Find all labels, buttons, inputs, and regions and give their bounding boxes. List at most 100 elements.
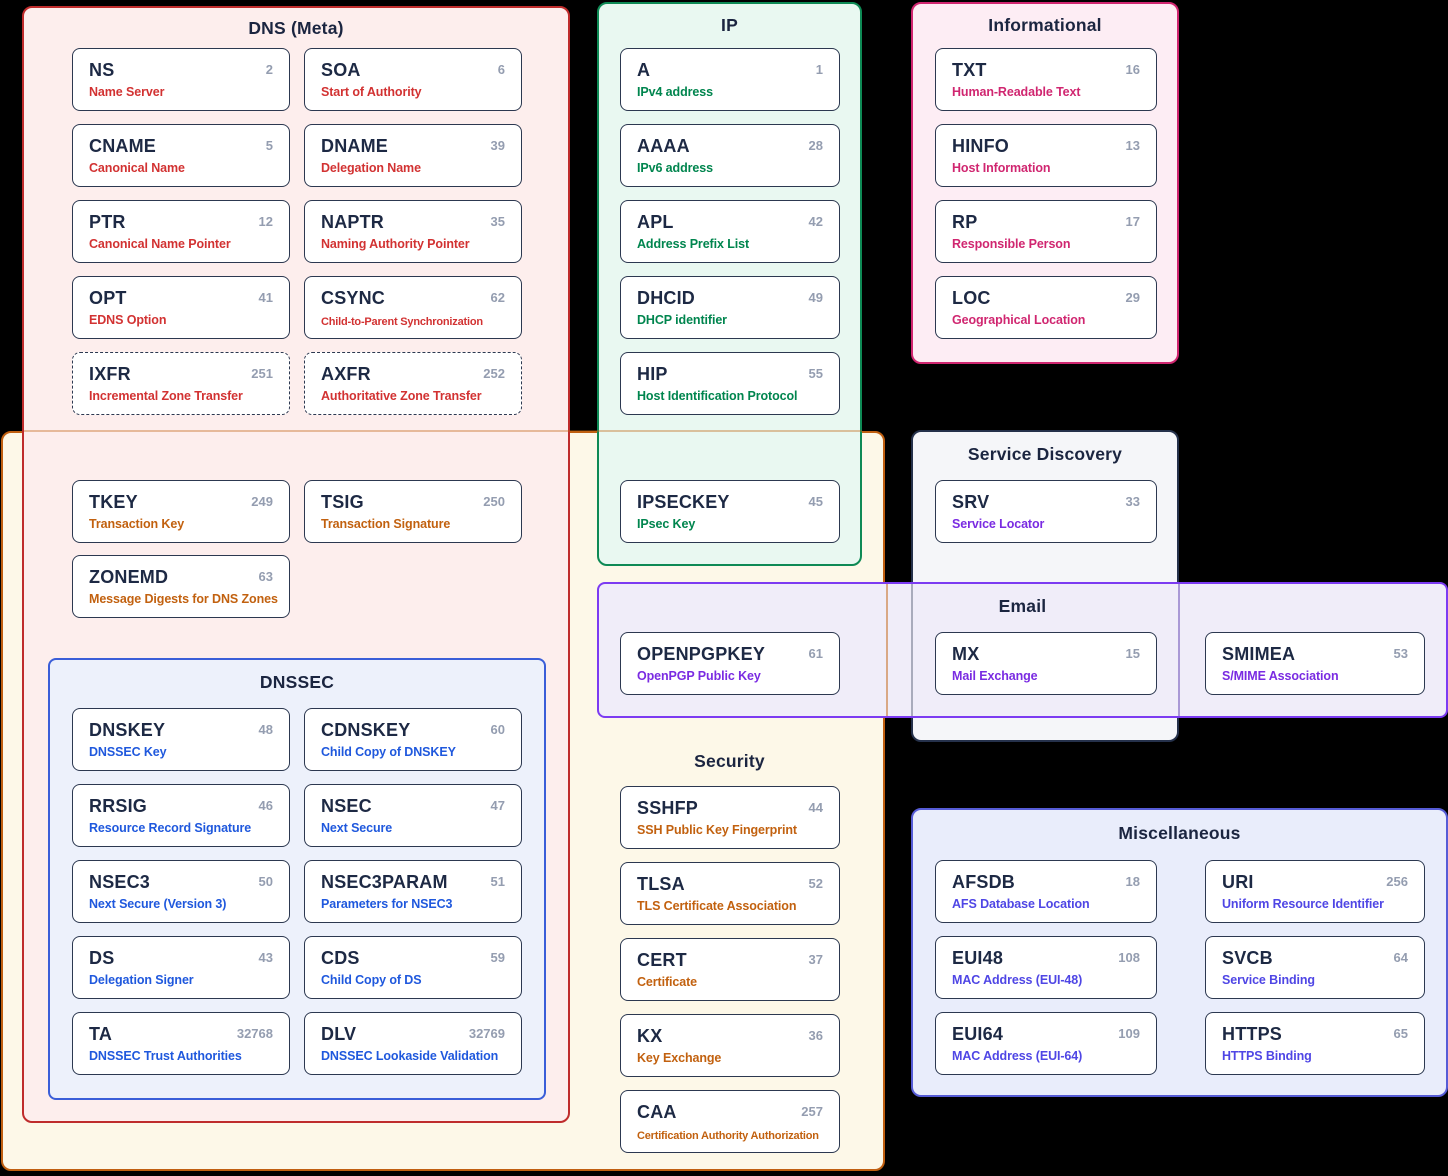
record-description: Child-to-Parent Synchronization: [321, 316, 483, 328]
record-description: Human-Readable Text: [952, 85, 1081, 99]
service-discovery-left-border-overlay: [911, 584, 913, 716]
card-tkey: TKEY 249 Transaction Key: [72, 480, 290, 543]
record-name: SVCB: [1222, 948, 1273, 968]
card-cdnskey: CDNSKEY 60 Child Copy of DNSKEY: [304, 708, 522, 771]
record-name: NSEC3: [89, 872, 151, 892]
card-mx: MX 15 Mail Exchange: [935, 632, 1157, 695]
record-number: 65: [1393, 1026, 1408, 1041]
record-number: 59: [490, 950, 505, 965]
record-name: RRSIG: [89, 796, 148, 816]
record-name: HTTPS: [1222, 1024, 1283, 1044]
card-ta: TA 32768 DNSSEC Trust Authorities: [72, 1012, 290, 1075]
record-number: 32768: [236, 1026, 273, 1041]
record-name: EUI64: [952, 1024, 1004, 1044]
card-nsec3param: NSEC3PARAM 51 Parameters for NSEC3: [304, 860, 522, 923]
card-ipseckey: IPSECKEY 45 IPsec Key: [620, 480, 840, 543]
record-description: Parameters for NSEC3: [321, 897, 453, 911]
card-caa: CAA 257 Certification Authority Authoriz…: [620, 1090, 840, 1153]
record-number: 33: [1125, 494, 1140, 509]
card-rrsig: RRSIG 46 Resource Record Signature: [72, 784, 290, 847]
card-csync: CSYNC 62 Child-to-Parent Synchronization: [304, 276, 522, 339]
record-name: LOC: [952, 288, 991, 308]
card-eui64: EUI64 109 MAC Address (EUI-64): [935, 1012, 1157, 1075]
record-number: 43: [258, 950, 273, 965]
record-number: 64: [1393, 950, 1408, 965]
record-name: IPSECKEY: [637, 492, 730, 512]
record-number: 256: [1386, 874, 1408, 889]
record-name: ZONEMD: [89, 567, 169, 587]
record-number: 250: [483, 494, 505, 509]
panel-title-dns-meta: DNS (Meta): [248, 18, 344, 38]
record-number: 28: [808, 138, 823, 153]
record-description: MAC Address (EUI-48): [952, 973, 1083, 987]
card-dlv: DLV 32769 DNSSEC Lookaside Validation: [304, 1012, 522, 1075]
record-number: 13: [1125, 138, 1140, 153]
record-name: CAA: [637, 1102, 677, 1122]
security-right-border-overlay: [886, 584, 888, 716]
record-description: EDNS Option: [89, 313, 167, 327]
card-zonemd: ZONEMD 63 Message Digests for DNS Zones: [72, 555, 290, 618]
record-number: 55: [808, 366, 823, 381]
record-name: KX: [637, 1026, 663, 1046]
record-description: Delegation Name: [321, 161, 421, 175]
record-description: Address Prefix List: [637, 237, 750, 251]
card-hip: HIP 55 Host Identification Protocol: [620, 352, 840, 415]
record-name: AFSDB: [952, 872, 1015, 892]
record-description: S/MIME Association: [1222, 669, 1339, 683]
record-number: 1: [815, 62, 823, 77]
record-name: OPENPGPKEY: [637, 644, 766, 664]
record-name: CNAME: [89, 136, 156, 156]
record-name: DS: [89, 948, 115, 968]
record-name: SRV: [952, 492, 990, 512]
record-name: NS: [89, 60, 115, 80]
card-hinfo: HINFO 13 Host Information: [935, 124, 1157, 187]
record-name: MX: [952, 644, 980, 664]
record-number: 16: [1125, 62, 1140, 77]
record-description: Name Server: [89, 85, 165, 99]
record-description: Naming Authority Pointer: [321, 237, 470, 251]
card-loc: LOC 29 Geographical Location: [935, 276, 1157, 339]
record-description: Next Secure (Version 3): [89, 897, 227, 911]
record-number: 6: [497, 62, 505, 77]
record-number: 108: [1118, 950, 1140, 965]
card-sshfp: SSHFP 44 SSH Public Key Fingerprint: [620, 786, 840, 849]
record-name: NSEC3PARAM: [321, 872, 448, 892]
record-number: 17: [1125, 214, 1140, 229]
card-cds: CDS 59 Child Copy of DS: [304, 936, 522, 999]
record-description: Mail Exchange: [952, 669, 1038, 683]
record-name: DNAME: [321, 136, 388, 156]
record-name: HIP: [637, 364, 668, 384]
record-number: 49: [808, 290, 823, 305]
record-name: TKEY: [89, 492, 138, 512]
record-number: 51: [490, 874, 505, 889]
record-number: 48: [258, 722, 273, 737]
record-number: 5: [265, 138, 273, 153]
record-name: NSEC: [321, 796, 372, 816]
security-top-border-overlay: [24, 430, 862, 432]
record-name: RP: [952, 212, 978, 232]
card-soa: SOA 6 Start of Authority: [304, 48, 522, 111]
record-number: 50: [258, 874, 273, 889]
record-number: 53: [1393, 646, 1408, 661]
card-aaaa: AAAA 28 IPv6 address: [620, 124, 840, 187]
panel-title-dnssec: DNSSEC: [259, 672, 335, 692]
record-number: 39: [490, 138, 505, 153]
card-txt: TXT 16 Human-Readable Text: [935, 48, 1157, 111]
record-description: Host Identification Protocol: [637, 389, 798, 403]
record-name: TXT: [952, 60, 987, 80]
record-number: 42: [808, 214, 823, 229]
record-description: IPv6 address: [637, 161, 713, 175]
record-description: DNSSEC Key: [89, 745, 167, 759]
record-description: IPsec Key: [637, 517, 696, 531]
record-description: Responsible Person: [952, 237, 1071, 251]
record-description: Message Digests for DNS Zones: [89, 592, 278, 606]
card-nsec3: NSEC3 50 Next Secure (Version 3): [72, 860, 290, 923]
record-name: CSYNC: [321, 288, 386, 308]
panel-title-email: Email: [998, 596, 1047, 616]
record-description: Certification Authority Authorization: [637, 1130, 819, 1142]
record-name: IXFR: [89, 364, 131, 384]
record-number: 249: [251, 494, 273, 509]
card-opt: OPT 41 EDNS Option: [72, 276, 290, 339]
card-kx: KX 36 Key Exchange: [620, 1014, 840, 1077]
record-number: 35: [490, 214, 505, 229]
